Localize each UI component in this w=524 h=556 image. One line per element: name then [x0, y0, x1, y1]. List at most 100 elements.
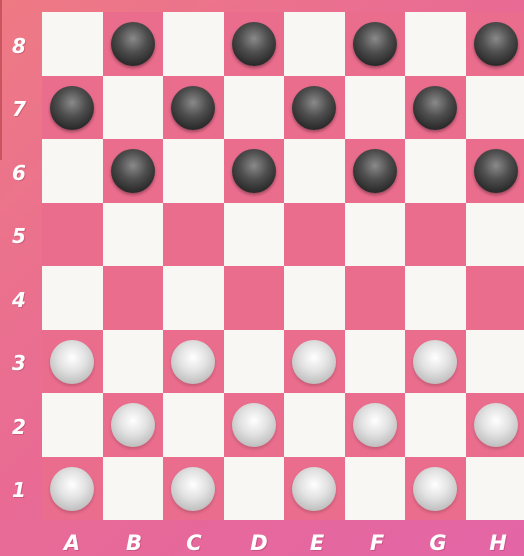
square-f4[interactable] [345, 266, 406, 330]
square-g8[interactable] [405, 12, 466, 76]
square-h2[interactable] [466, 393, 524, 457]
square-g6[interactable] [405, 139, 466, 203]
square-c1[interactable] [163, 457, 224, 521]
light-piece[interactable] [474, 403, 518, 447]
square-c6[interactable] [163, 139, 224, 203]
dark-piece[interactable] [474, 22, 518, 66]
square-a1[interactable] [42, 457, 103, 521]
square-d5[interactable] [224, 203, 285, 267]
square-g1[interactable] [405, 457, 466, 521]
square-d4[interactable] [224, 266, 285, 330]
light-piece[interactable] [171, 340, 215, 384]
file-label-g: G [408, 530, 468, 556]
square-b3[interactable] [103, 330, 164, 394]
square-g5[interactable] [405, 203, 466, 267]
light-piece[interactable] [353, 403, 397, 447]
square-f5[interactable] [345, 203, 406, 267]
light-piece[interactable] [413, 467, 457, 511]
square-c7[interactable] [163, 76, 224, 140]
dark-piece[interactable] [353, 22, 397, 66]
light-piece[interactable] [171, 467, 215, 511]
square-h7[interactable] [466, 76, 524, 140]
square-h3[interactable] [466, 330, 524, 394]
square-d6[interactable] [224, 139, 285, 203]
file-label-a: A [42, 530, 102, 556]
square-h6[interactable] [466, 139, 524, 203]
square-b2[interactable] [103, 393, 164, 457]
dark-piece[interactable] [413, 86, 457, 130]
square-e5[interactable] [284, 203, 345, 267]
rank-label-7: 7 [0, 99, 38, 119]
file-label-h: H [468, 530, 524, 556]
square-b8[interactable] [103, 12, 164, 76]
light-piece[interactable] [413, 340, 457, 384]
rank-label-2: 2 [0, 417, 38, 437]
square-g4[interactable] [405, 266, 466, 330]
square-b4[interactable] [103, 266, 164, 330]
rank-label-8: 8 [0, 36, 38, 56]
light-piece[interactable] [111, 403, 155, 447]
dark-piece[interactable] [353, 149, 397, 193]
dark-piece[interactable] [111, 22, 155, 66]
square-h8[interactable] [466, 12, 524, 76]
square-b7[interactable] [103, 76, 164, 140]
square-g7[interactable] [405, 76, 466, 140]
square-e3[interactable] [284, 330, 345, 394]
square-c5[interactable] [163, 203, 224, 267]
light-piece[interactable] [292, 340, 336, 384]
file-label-e: E [287, 530, 347, 556]
square-d8[interactable] [224, 12, 285, 76]
square-a7[interactable] [42, 76, 103, 140]
square-d7[interactable] [224, 76, 285, 140]
dark-piece[interactable] [292, 86, 336, 130]
square-h1[interactable] [466, 457, 524, 521]
square-h4[interactable] [466, 266, 524, 330]
square-c8[interactable] [163, 12, 224, 76]
rank-label-3: 3 [0, 353, 38, 373]
dark-piece[interactable] [50, 86, 94, 130]
square-c3[interactable] [163, 330, 224, 394]
square-h5[interactable] [466, 203, 524, 267]
square-f8[interactable] [345, 12, 406, 76]
square-e8[interactable] [284, 12, 345, 76]
rank-label-4: 4 [0, 290, 38, 310]
square-g3[interactable] [405, 330, 466, 394]
dark-piece[interactable] [171, 86, 215, 130]
square-b5[interactable] [103, 203, 164, 267]
light-piece[interactable] [50, 340, 94, 384]
square-e1[interactable] [284, 457, 345, 521]
square-a6[interactable] [42, 139, 103, 203]
square-f6[interactable] [345, 139, 406, 203]
square-a2[interactable] [42, 393, 103, 457]
file-label-c: C [164, 530, 224, 556]
square-a3[interactable] [42, 330, 103, 394]
square-g2[interactable] [405, 393, 466, 457]
square-c2[interactable] [163, 393, 224, 457]
square-e2[interactable] [284, 393, 345, 457]
light-piece[interactable] [232, 403, 276, 447]
dark-piece[interactable] [232, 22, 276, 66]
square-d1[interactable] [224, 457, 285, 521]
rank-label-6: 6 [0, 163, 38, 183]
square-d2[interactable] [224, 393, 285, 457]
left-edge-strip [0, 0, 2, 160]
square-b6[interactable] [103, 139, 164, 203]
square-f2[interactable] [345, 393, 406, 457]
square-e6[interactable] [284, 139, 345, 203]
square-f1[interactable] [345, 457, 406, 521]
dark-piece[interactable] [474, 149, 518, 193]
square-a8[interactable] [42, 12, 103, 76]
square-a5[interactable] [42, 203, 103, 267]
square-e4[interactable] [284, 266, 345, 330]
square-d3[interactable] [224, 330, 285, 394]
dark-piece[interactable] [232, 149, 276, 193]
light-piece[interactable] [292, 467, 336, 511]
dark-piece[interactable] [111, 149, 155, 193]
square-b1[interactable] [103, 457, 164, 521]
square-a4[interactable] [42, 266, 103, 330]
square-e7[interactable] [284, 76, 345, 140]
square-f3[interactable] [345, 330, 406, 394]
light-piece[interactable] [50, 467, 94, 511]
square-f7[interactable] [345, 76, 406, 140]
square-c4[interactable] [163, 266, 224, 330]
